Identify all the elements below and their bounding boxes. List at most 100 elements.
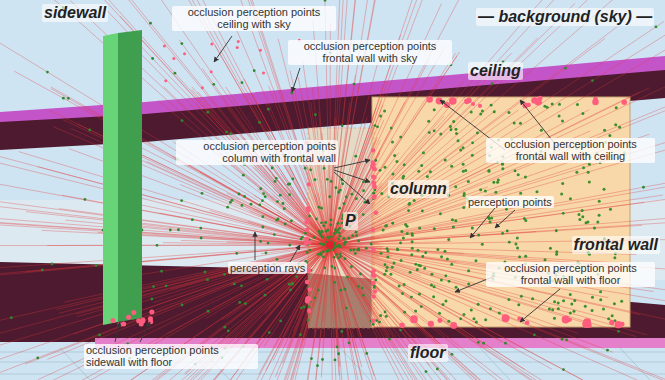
perception-point xyxy=(450,263,453,266)
perception-point xyxy=(240,284,243,287)
perception-point xyxy=(244,302,247,305)
perception-point xyxy=(288,244,291,247)
perception-point xyxy=(313,296,316,299)
perception-point xyxy=(471,227,474,230)
perception-point xyxy=(383,110,386,113)
perception-point xyxy=(444,274,447,277)
perception-point xyxy=(291,283,294,286)
occlusion-point xyxy=(307,182,311,186)
perception-point xyxy=(238,193,241,196)
perception-point xyxy=(436,368,439,371)
perception-point xyxy=(517,173,520,176)
perception-point xyxy=(338,231,341,234)
perception-point xyxy=(36,357,39,360)
perception-point xyxy=(365,247,368,250)
perception-point xyxy=(470,308,473,311)
annotation: occlusion perception points ceiling with… xyxy=(172,6,336,31)
perception-point xyxy=(325,230,328,233)
occlusion-point xyxy=(371,248,375,252)
perception-point xyxy=(519,122,522,125)
perception-ray xyxy=(264,214,330,245)
occlusion-point xyxy=(372,274,376,278)
grid-line xyxy=(620,348,650,380)
occlusion-point xyxy=(449,97,457,105)
perception-point xyxy=(307,319,310,322)
perception-point xyxy=(531,297,534,300)
perception-ray xyxy=(0,245,330,278)
perception-point xyxy=(180,199,183,202)
perception-ray xyxy=(330,245,452,380)
perception-point xyxy=(427,120,430,123)
perception-point xyxy=(337,222,340,225)
perception-point xyxy=(588,181,591,184)
perception-point xyxy=(317,289,320,292)
perception-ray xyxy=(221,0,330,245)
perception-point xyxy=(555,229,558,232)
occlusion-point xyxy=(437,318,442,323)
perception-point xyxy=(462,146,465,149)
perception-point xyxy=(322,243,325,246)
perception-point xyxy=(496,181,499,184)
occlusion-point xyxy=(593,97,598,102)
perception-point xyxy=(279,320,282,323)
occlusion-point xyxy=(306,206,310,210)
perception-point xyxy=(334,228,337,231)
perception-point xyxy=(351,234,354,237)
perception-point xyxy=(318,230,321,233)
leader-lines xyxy=(115,36,560,342)
perception-point xyxy=(410,253,413,256)
perception-point xyxy=(548,308,551,311)
perception-point xyxy=(333,267,336,270)
perception-ray xyxy=(330,245,647,335)
perception-ray xyxy=(330,151,380,245)
perception-ray xyxy=(38,245,330,380)
perception-point xyxy=(229,132,232,135)
perception-ray xyxy=(330,245,665,380)
perception-point xyxy=(341,124,344,127)
perception-point xyxy=(320,221,323,224)
occlusion-point xyxy=(148,316,153,321)
perception-point xyxy=(572,310,575,313)
perception-point xyxy=(357,239,360,242)
perception-point xyxy=(258,204,261,207)
perception-ray xyxy=(330,120,384,245)
perception-point xyxy=(258,121,261,124)
perception-point xyxy=(447,238,450,241)
perception-point xyxy=(84,198,87,201)
occlusion-point xyxy=(236,46,239,49)
perception-point xyxy=(543,105,546,108)
occlusion-point xyxy=(426,96,433,103)
perception-point xyxy=(420,305,423,308)
perception-point xyxy=(51,263,54,266)
perception-ray xyxy=(319,111,330,245)
grid-line xyxy=(480,348,510,380)
perception-point xyxy=(491,82,494,85)
perception-point xyxy=(488,169,491,172)
perception-ray xyxy=(330,53,456,245)
perception-point xyxy=(337,352,340,355)
perception-point xyxy=(444,299,447,302)
occlusion-point xyxy=(410,315,418,323)
perception-point xyxy=(507,111,510,114)
sidewall-label: sidewall xyxy=(42,4,108,22)
perception-point xyxy=(471,141,474,144)
perception-point xyxy=(352,249,355,252)
perception-point xyxy=(283,207,286,210)
perception-point xyxy=(462,194,465,197)
perception-point xyxy=(599,298,602,301)
perception-point xyxy=(227,329,230,332)
perception-point xyxy=(344,241,347,244)
perception-point xyxy=(308,215,311,218)
perception-point xyxy=(385,224,388,227)
occlusion-point xyxy=(371,281,375,285)
perception-point xyxy=(357,248,360,251)
occlusion-point xyxy=(531,97,537,103)
occlusion-point xyxy=(164,79,167,82)
perception-point xyxy=(464,169,467,172)
perception-point xyxy=(359,273,362,276)
perception-point xyxy=(344,257,347,260)
perception-point xyxy=(459,317,462,320)
perception-point xyxy=(265,252,268,255)
perception-point xyxy=(335,186,338,189)
